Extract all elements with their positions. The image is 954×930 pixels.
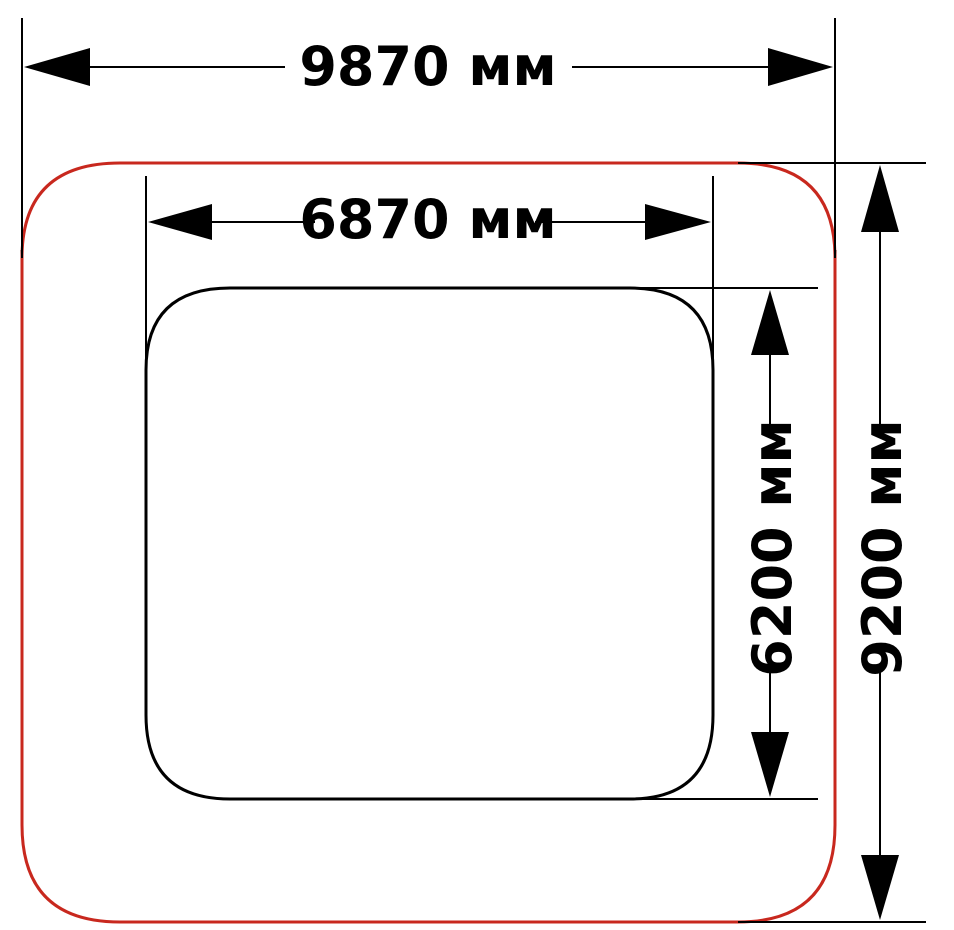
outer-width-label: 9870 мм (299, 35, 556, 98)
outer-height-arrow-bottom (861, 855, 899, 920)
outer-height-dimension: 9200 мм (738, 162, 926, 923)
inner-width-dimension: 6870 мм (145, 176, 714, 370)
outer-width-arrow-left (24, 48, 90, 86)
inner-height-dimension: 6200 мм (630, 287, 818, 800)
inner-height-arrow-top (751, 290, 789, 355)
outer-width-dimension: 9870 мм (21, 18, 836, 258)
inner-width-label: 6870 мм (299, 188, 556, 251)
outer-height-label: 9200 мм (851, 419, 914, 676)
inner-height-arrow-bottom (751, 732, 789, 797)
outer-width-arrow-right (768, 48, 833, 86)
inner-height-label: 6200 мм (741, 419, 804, 676)
outer-height-arrow-top (861, 165, 899, 232)
inner-width-arrow-left (148, 204, 212, 240)
inner-width-arrow-right (645, 204, 711, 240)
outer-outline-red (20, 161, 837, 924)
inner-rounded-rectangle (144, 286, 715, 801)
